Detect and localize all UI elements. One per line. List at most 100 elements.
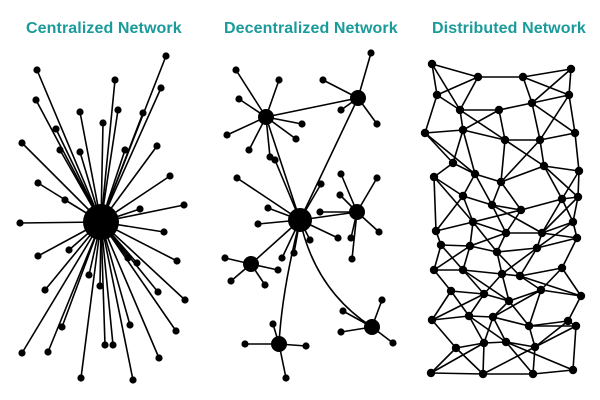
decentral-leaf-node <box>264 204 272 212</box>
central-leaf-node <box>126 321 134 329</box>
mesh-node <box>427 59 437 69</box>
mesh-link <box>532 346 536 375</box>
mesh-node <box>431 226 441 236</box>
mesh-link <box>574 132 580 172</box>
central-link <box>100 221 177 332</box>
mesh-node <box>518 72 528 82</box>
mesh-link <box>459 109 506 141</box>
mesh-link <box>541 232 578 239</box>
central-leaf-node <box>166 172 174 180</box>
central-link <box>100 221 134 381</box>
mesh-link <box>577 170 580 198</box>
central-leaf-node <box>129 376 137 384</box>
decentral-leaf-node <box>348 255 356 263</box>
mesh-link <box>430 347 457 374</box>
mesh-link <box>459 76 479 111</box>
mesh-link <box>572 325 577 371</box>
mesh-node <box>515 271 525 281</box>
mesh-link <box>500 165 545 183</box>
mesh-link <box>505 341 574 371</box>
decentral-hub-node <box>258 109 274 125</box>
mesh-link <box>450 290 485 295</box>
mesh-node <box>557 194 567 204</box>
central-leaf-node <box>133 259 141 267</box>
mesh-link <box>424 132 454 164</box>
central-link <box>21 142 102 223</box>
mesh-link <box>450 290 470 317</box>
decentral-leaf-node <box>334 234 342 242</box>
decentral-leaf-node <box>235 95 243 103</box>
central-leaf-node <box>33 66 41 74</box>
decentral-leaf-node <box>378 296 386 304</box>
central-leaf-node <box>162 52 170 60</box>
mesh-link <box>528 289 542 327</box>
mesh-node <box>492 247 502 257</box>
mesh-link <box>540 289 582 297</box>
mesh-link <box>519 275 542 291</box>
central-leaf-node <box>77 374 85 382</box>
central-link <box>100 79 116 223</box>
decentral-leaf-node <box>269 320 277 328</box>
mesh-link <box>462 129 506 141</box>
mesh-node <box>568 217 578 227</box>
central-link <box>21 221 102 354</box>
decentral-leaf-node <box>292 135 300 143</box>
mesh-node <box>446 286 456 296</box>
mesh-link <box>540 267 563 291</box>
central-link <box>100 221 106 346</box>
mesh-link <box>483 293 510 302</box>
decentral-leaf-node <box>275 76 283 84</box>
mesh-link <box>462 269 485 295</box>
mesh-link <box>519 275 582 297</box>
central-leaf-node <box>109 341 117 349</box>
mesh-link <box>508 289 542 302</box>
mesh-link <box>541 196 579 234</box>
mesh-link <box>462 129 476 175</box>
mesh-node <box>478 369 488 379</box>
decentral-hub-node <box>349 204 365 220</box>
central-leaf-node <box>157 84 165 92</box>
mesh-link <box>468 293 485 317</box>
decentral-leaf-node <box>317 180 325 188</box>
mesh-link <box>522 76 570 96</box>
decentral-leaf-node <box>290 249 298 257</box>
mesh-link <box>433 176 464 197</box>
mesh-link <box>500 181 522 211</box>
hub-to-hub-link <box>265 116 301 221</box>
mesh-node <box>537 228 547 238</box>
central-leaf-node <box>114 106 122 114</box>
mesh-link <box>491 204 507 234</box>
mesh-node <box>536 285 546 295</box>
mesh-link <box>568 94 576 134</box>
central-leaf-node <box>172 327 180 335</box>
mesh-node <box>557 263 567 273</box>
mesh-link <box>469 245 498 253</box>
mesh-link <box>532 369 574 375</box>
central-leaf-node <box>34 252 42 260</box>
mesh-link <box>433 269 452 292</box>
mesh-node <box>429 265 439 275</box>
mesh-link <box>492 316 507 343</box>
mesh-link <box>541 198 563 234</box>
mesh-node <box>574 166 584 176</box>
mesh-link <box>561 198 574 223</box>
mesh-node <box>429 172 439 182</box>
mesh-node <box>465 241 475 251</box>
central-leaf-node <box>61 196 69 204</box>
central-leaf-node <box>18 349 26 357</box>
mesh-node <box>568 365 578 375</box>
mesh-link <box>496 247 538 253</box>
mesh-link <box>536 237 578 249</box>
mesh-link <box>501 247 538 275</box>
decentral-leaf-node <box>282 374 290 382</box>
mesh-node <box>564 90 574 100</box>
mesh-node <box>473 72 483 82</box>
mesh-link <box>433 244 442 271</box>
mesh-link <box>482 346 536 375</box>
decentral-leaf-node <box>337 106 345 114</box>
central-link <box>79 111 102 223</box>
mesh-link <box>491 204 543 234</box>
mesh-link <box>567 295 582 322</box>
mesh-link <box>539 94 570 141</box>
